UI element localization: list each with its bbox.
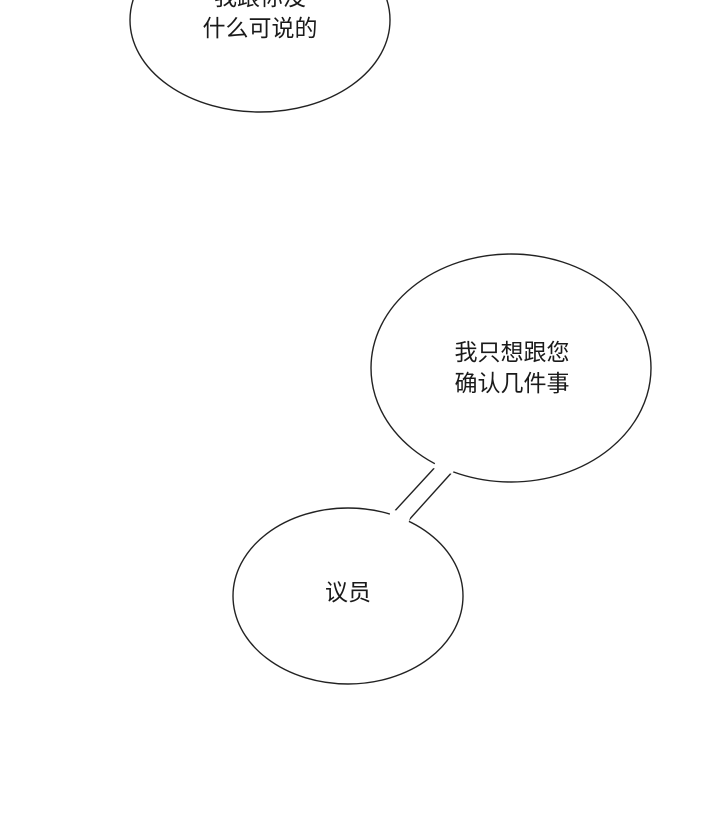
speech-line: 我跟你没	[160, 0, 360, 14]
speech-bubble-top	[129, 0, 391, 113]
speech-text-top: 我跟你没 什么可说的	[160, 0, 360, 45]
speech-text-bottom: 议员	[248, 578, 448, 609]
bubble-connector	[392, 464, 454, 521]
bubble-connector-edge-left	[391, 463, 439, 515]
speech-line: 我只想跟您	[454, 340, 570, 366]
bubble-connector-joint-top	[433, 461, 456, 474]
speech-bubble-middle	[370, 253, 652, 483]
speech-text-middle: 我只想跟您 确认几件事	[412, 338, 612, 400]
speech-bubble-bottom	[232, 507, 464, 685]
speech-line: 什么可说的	[202, 16, 318, 42]
speech-line: 议员	[325, 580, 371, 606]
bubble-connector-joint-bottom	[389, 509, 411, 524]
bubble-connector-edge-right	[407, 469, 455, 522]
speech-line: 确认几件事	[454, 371, 570, 397]
